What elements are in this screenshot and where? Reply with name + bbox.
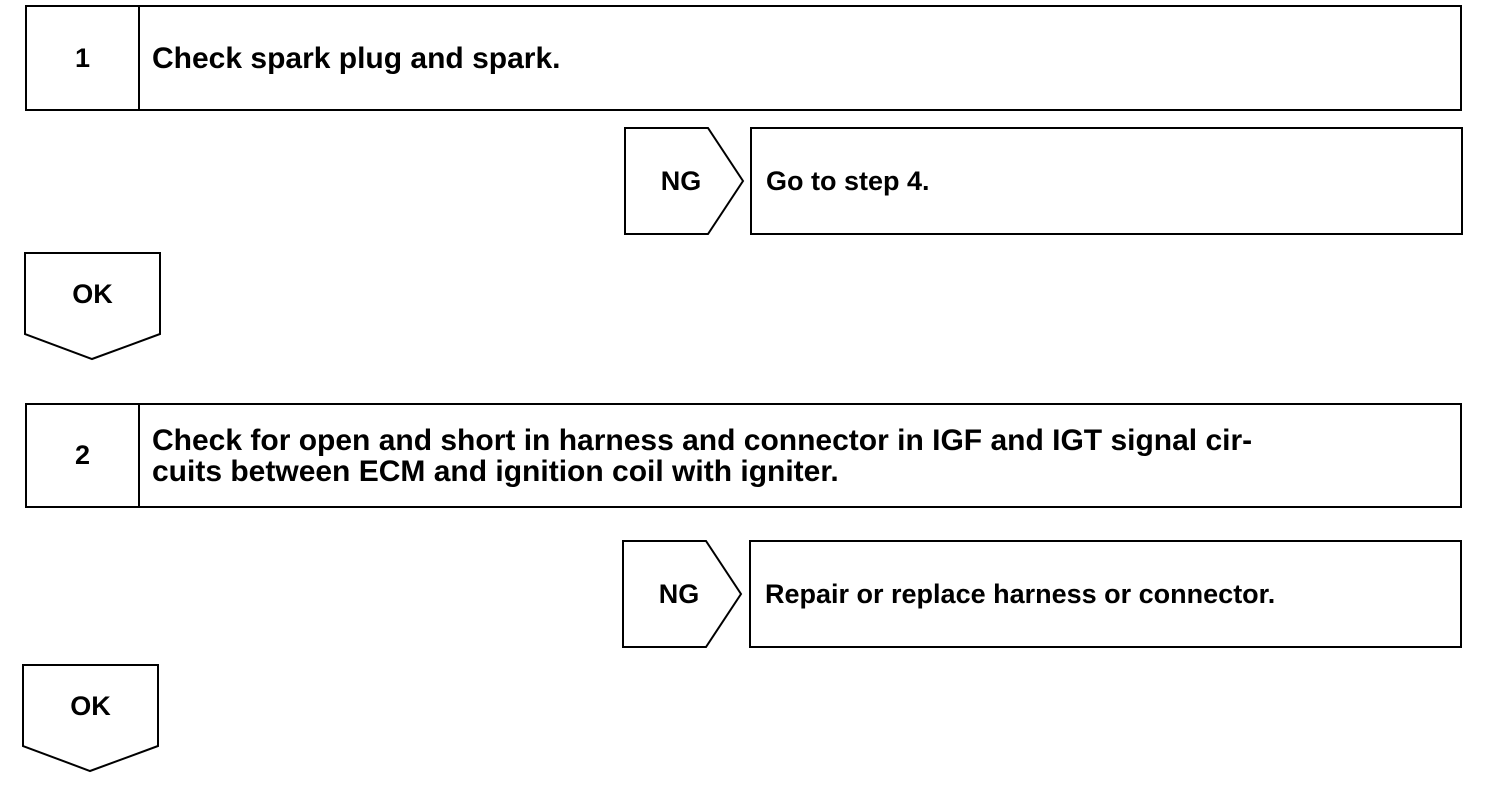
step-2-text: Check for open and short in harness and …	[152, 423, 1253, 488]
step-2-box: 2 Check for open and short in harness an…	[25, 403, 1462, 508]
step-1-ng-arrow	[624, 127, 745, 235]
step-1-box: 1 Check spark plug and spark.	[25, 5, 1462, 111]
step-1-text: Check spark plug and spark.	[152, 41, 561, 75]
step-2-ng-result: Repair or replace harness or connector.	[749, 540, 1462, 648]
step-2-ng-label: NG	[658, 578, 700, 609]
step-1-number: 1	[27, 7, 140, 109]
step-2-ok-label: OK	[70, 690, 111, 721]
step-2-ok-arrow	[22, 664, 159, 773]
step-1-ok-label: OK	[72, 278, 113, 309]
step-2-number: 2	[27, 405, 140, 506]
step-2-ng-arrow	[622, 540, 743, 648]
step-1-ng-label: NG	[660, 165, 702, 196]
step-1-ng-result: Go to step 4.	[750, 127, 1463, 235]
step-1-ok-arrow	[24, 252, 161, 361]
